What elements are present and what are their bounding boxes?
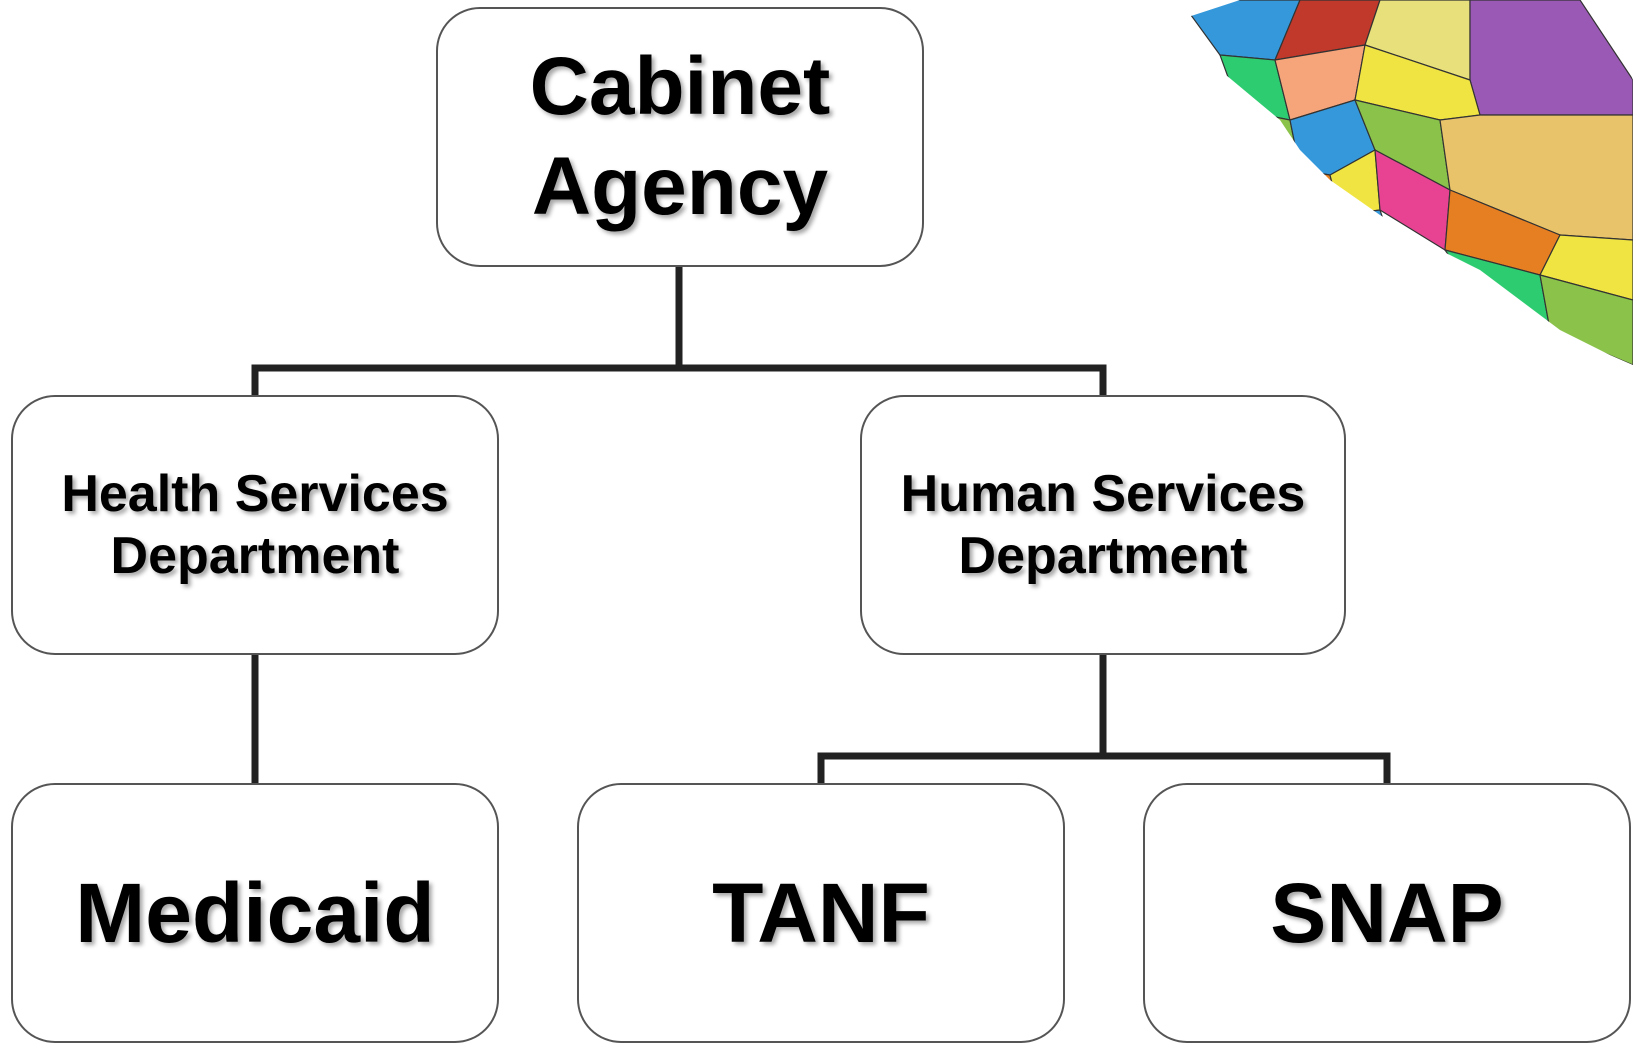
cabinet-agency-box: Cabinet Agency [436, 7, 924, 267]
snap-label: SNAP [1270, 866, 1504, 960]
snap-box: SNAP [1143, 783, 1631, 1043]
cabinet-agency-label-line-1: Cabinet [529, 41, 831, 132]
human-services-label-line-2: Department [958, 527, 1248, 585]
medicaid-label: Medicaid [75, 866, 435, 960]
state-county-map-icon [1185, 0, 1633, 365]
health-services-department-box: Health Services Department [11, 395, 499, 655]
cabinet-agency-label-line-2: Agency [531, 141, 829, 232]
health-services-label-line-1: Health Services [61, 465, 449, 523]
human-services-label-line-1: Human Services [900, 465, 1306, 523]
medicaid-box: Medicaid [11, 783, 499, 1043]
tanf-label: TANF [712, 866, 930, 960]
health-services-label-line-2: Department [110, 527, 400, 585]
human-services-department-box: Human Services Department [860, 395, 1346, 655]
tanf-box: TANF [577, 783, 1065, 1043]
